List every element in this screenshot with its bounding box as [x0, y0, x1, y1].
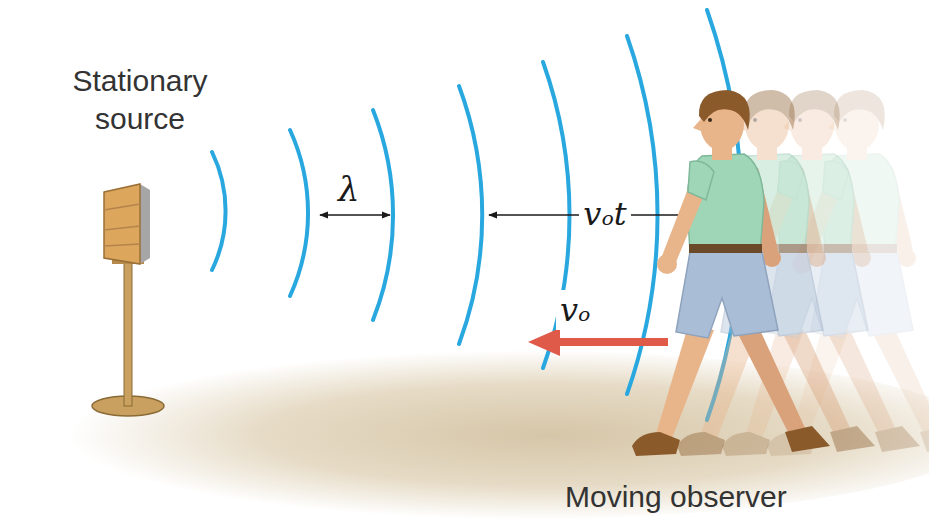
wavefronts [212, 10, 742, 420]
speaker-source [92, 184, 164, 416]
wavelength-arrow [320, 214, 390, 216]
source-label: Stationary source [40, 62, 240, 137]
observer-label: Moving observer [565, 478, 787, 516]
velocity-arrow [528, 328, 668, 356]
moving-observer-figure [632, 90, 929, 456]
wavelength-symbol: λ [338, 168, 360, 211]
velocity-symbol: vₒ [556, 290, 594, 330]
distance-symbol: vₒt [579, 194, 630, 234]
